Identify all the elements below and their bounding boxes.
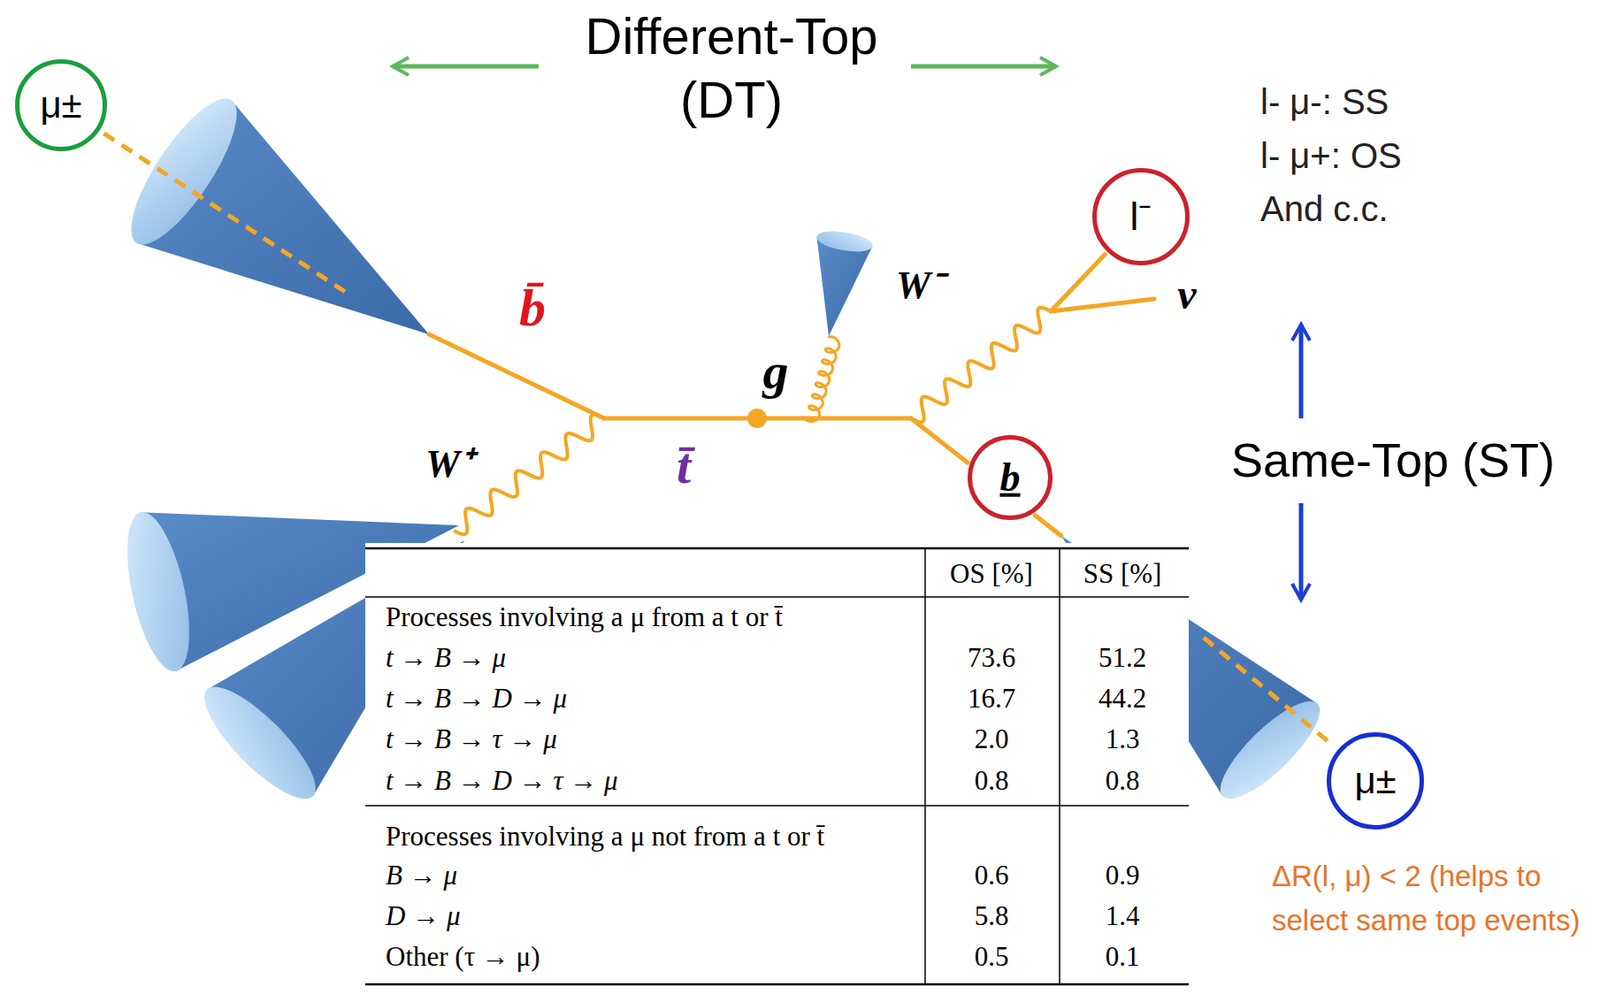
bbar-quark-line [428, 334, 605, 419]
table-cell: D → μ [385, 900, 460, 933]
dt-arrow [911, 64, 1057, 69]
muon-circle: μ± [1326, 732, 1424, 830]
jet-cone-mouth [113, 84, 254, 259]
table-cell: 44.2 [1098, 682, 1147, 715]
note-text: l- μ-: SS [1260, 81, 1389, 123]
particle-symbol: μ± [1354, 760, 1396, 802]
circle-outline-shape [970, 437, 1051, 519]
table-cell: 0.5 [974, 941, 1010, 973]
muon-track [1203, 637, 1334, 747]
node-text-wrap: μ± [39, 84, 82, 126]
annotation-note: ΔR(l, μ) < 2 (helps to select same top e… [1271, 854, 1595, 943]
particle-label: W⁻ [895, 263, 944, 309]
table-background [365, 543, 1189, 988]
gluon-vertex [747, 408, 767, 429]
muon-track [103, 133, 353, 297]
circle-outline-shape [1329, 734, 1423, 828]
table-cell: t → B → D → τ → μ [385, 765, 619, 797]
jet-cone-mouth [190, 672, 330, 813]
table-cell: B → μ [385, 859, 458, 892]
table-cell: t → B → D → μ [385, 682, 567, 715]
node-text-wrap: μ± [1354, 760, 1396, 802]
particle-label: g [763, 342, 789, 402]
b-quark-line [911, 418, 968, 463]
table-rule [365, 804, 1189, 807]
lepton-circle: l⁻ [1092, 168, 1190, 266]
table-cell: 1.3 [1105, 723, 1141, 756]
table-cell: 2.0 [974, 723, 1010, 756]
table-cell: 0.9 [1105, 859, 1141, 892]
table-rule [365, 983, 1189, 987]
table-cell: 0.8 [1105, 765, 1141, 797]
table-cell: 51.2 [1098, 642, 1147, 674]
bquark-circle: b [967, 435, 1053, 521]
b-quark-line [1034, 515, 1062, 536]
table-cell: t → B → μ [385, 642, 506, 674]
table-section: Processes involving a μ not from a t or … [385, 820, 825, 853]
table-rule [365, 596, 1189, 598]
particle-label: ν [1177, 269, 1196, 319]
particle-symbol: μ± [39, 84, 82, 126]
dt-arrow [392, 64, 539, 69]
region-label: Same-Top (ST) [1231, 432, 1555, 488]
table-cell: 5.8 [974, 900, 1010, 933]
circle-outline-shape [17, 61, 106, 150]
lepton-line [1050, 254, 1105, 312]
table-rule [924, 548, 927, 985]
node-text-wrap: l⁻ [1130, 195, 1153, 238]
table-cell: Other (τ → μ) [385, 941, 541, 973]
st-arrow [1299, 503, 1304, 600]
w-boson-line [453, 414, 605, 535]
heading: Different-Top (DT) [563, 4, 900, 132]
table-rule [365, 547, 1189, 551]
table-cell: 1.4 [1105, 900, 1141, 933]
note-text: l- μ+: OS [1260, 135, 1402, 177]
jet-cone-mouth [1208, 688, 1333, 812]
node-text-wrap: b [1000, 455, 1021, 501]
table-cell: 16.7 [967, 682, 1016, 715]
particle-label: t̄ [676, 436, 691, 497]
particle-symbol: l⁻ [1130, 195, 1153, 238]
jet-cone [816, 237, 873, 337]
table-header: SS [%] [1083, 558, 1163, 590]
jet-cone-mouth [815, 228, 875, 256]
table-cell: 0.1 [1105, 941, 1141, 973]
table-rule [1058, 548, 1061, 985]
circle-outline-shape [1094, 170, 1188, 264]
table-header: OS [%] [949, 558, 1034, 590]
st-arrow [1299, 324, 1304, 419]
particle-label: b̄ [519, 277, 546, 339]
jet-cone-mouth [114, 506, 201, 677]
table-cell: 0.8 [974, 765, 1010, 797]
neutrino-line [1050, 298, 1155, 312]
note-text: And c.c. [1260, 188, 1389, 230]
gluon-line [805, 336, 840, 422]
table-cell: 73.6 [967, 642, 1016, 674]
w-boson-line [911, 307, 1051, 423]
table-cell: t → B → τ → μ [385, 723, 558, 756]
table-cell: 0.6 [974, 859, 1010, 892]
muon-circle: μ± [15, 59, 108, 152]
particle-symbol: b [1000, 455, 1021, 501]
table-section: Processes involving a μ from a t or t̄ [385, 601, 783, 634]
particle-label: W⁺ [425, 442, 474, 488]
